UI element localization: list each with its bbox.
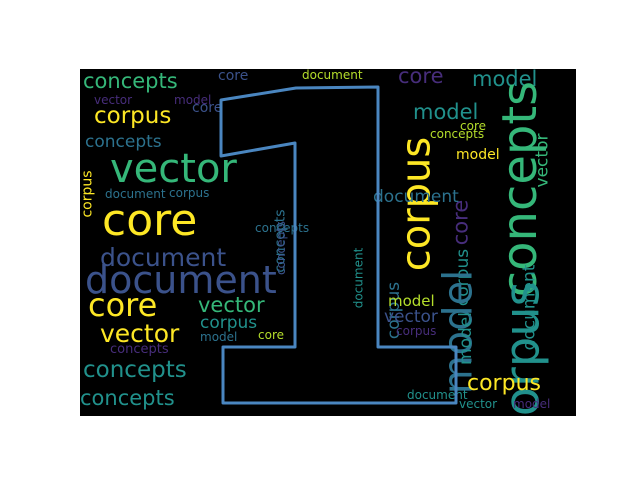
cloud-word: core (460, 119, 486, 133)
cloud-word: model (174, 93, 212, 107)
cloud-word: model (200, 330, 238, 344)
cloud-word: concepts (83, 69, 178, 93)
cloud-word: document (100, 243, 227, 272)
cloud-word: vector (94, 93, 133, 107)
cloud-word: core (218, 69, 249, 84)
cloud-word: corpus (467, 371, 541, 396)
cloud-word: model (388, 292, 435, 310)
cloud-word: vector (459, 397, 498, 411)
cloud-word: model (472, 69, 538, 91)
cloud-word: concepts (85, 132, 162, 152)
cloud-word: model (456, 147, 500, 163)
cloud-word: concepts (83, 357, 187, 383)
cloud-word: corpus (94, 103, 172, 129)
cloud-word: document (302, 69, 363, 82)
cloud-word: vector (100, 319, 180, 348)
cloud-word: document (373, 187, 459, 207)
cloud-word: core (88, 286, 158, 324)
cloud-word: core (398, 69, 444, 88)
cloud-word: model (413, 100, 479, 124)
cloud-word: vector (384, 307, 438, 327)
cloud-word: document (105, 187, 166, 201)
cloud-word: concepts (80, 386, 175, 410)
cloud-word: core (102, 195, 198, 246)
cloud-word: document (407, 388, 468, 402)
cloud-word: corpus (200, 313, 258, 333)
cloud-word: concepts (110, 342, 169, 357)
cloud-word: model (513, 397, 551, 411)
cloud-word: vector (110, 146, 237, 192)
digit-one-outline (219, 85, 458, 405)
cloud-word: core (192, 100, 223, 116)
cloud-word: corpus (169, 186, 210, 200)
cloud-word: core (258, 328, 284, 342)
cloud-word: concepts (430, 127, 485, 141)
cloud-word: document (85, 258, 277, 302)
cloud-word: corpus (396, 324, 437, 338)
cloud-word: vector (198, 293, 265, 317)
